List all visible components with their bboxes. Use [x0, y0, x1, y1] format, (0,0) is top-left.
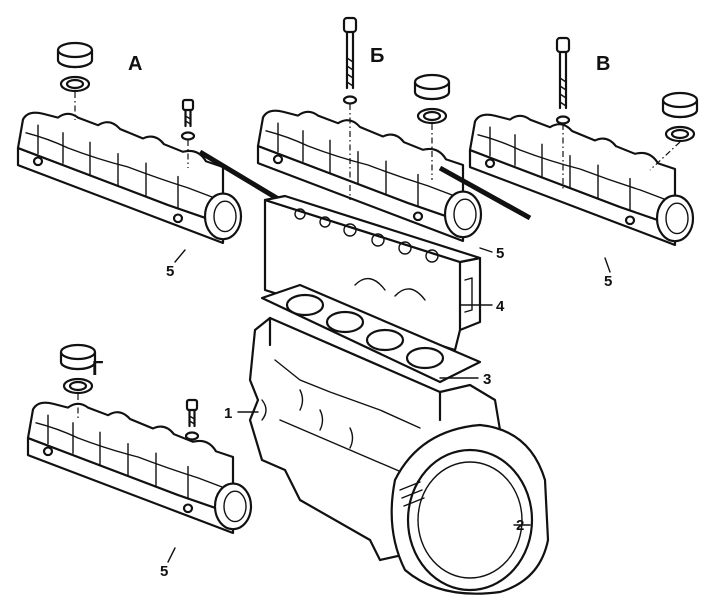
filler-cap-b — [413, 73, 451, 125]
valve-cover-variant-v — [468, 36, 699, 247]
valve-cover-variant-g — [26, 343, 253, 535]
filler-cap-g — [59, 343, 97, 395]
valve-cover-variant-a — [16, 41, 243, 245]
callout-5-a: 5 — [166, 263, 174, 280]
cylinder-head — [263, 194, 482, 352]
filler-cap-a — [56, 41, 94, 93]
leader-5b — [479, 247, 493, 253]
filler-cap-v — [661, 91, 699, 143]
callout-4: 4 — [496, 298, 505, 315]
label-variant-a: А — [128, 53, 142, 75]
leader-5v — [604, 257, 611, 273]
callout-5-g: 5 — [160, 563, 168, 580]
leader-5g — [167, 547, 176, 563]
leader-5a — [174, 249, 186, 263]
head-gasket — [260, 283, 482, 384]
callout-2: 2 — [516, 517, 524, 534]
callout-1: 1 — [224, 405, 232, 422]
bolt-v — [555, 36, 571, 125]
label-variant-v: В — [596, 53, 610, 75]
valve-cover-variant-b — [256, 16, 483, 243]
separator-right — [438, 165, 532, 221]
bolt-b — [342, 16, 358, 105]
label-variant-g: Г — [92, 358, 103, 380]
bolt-g — [184, 398, 200, 441]
flywheel-housing — [390, 423, 550, 595]
bolt-a — [180, 98, 196, 141]
callout-5-v: 5 — [604, 273, 612, 290]
callout-3: 3 — [483, 371, 491, 388]
callout-5-b: 5 — [496, 245, 504, 262]
label-variant-b: Б — [370, 45, 384, 67]
